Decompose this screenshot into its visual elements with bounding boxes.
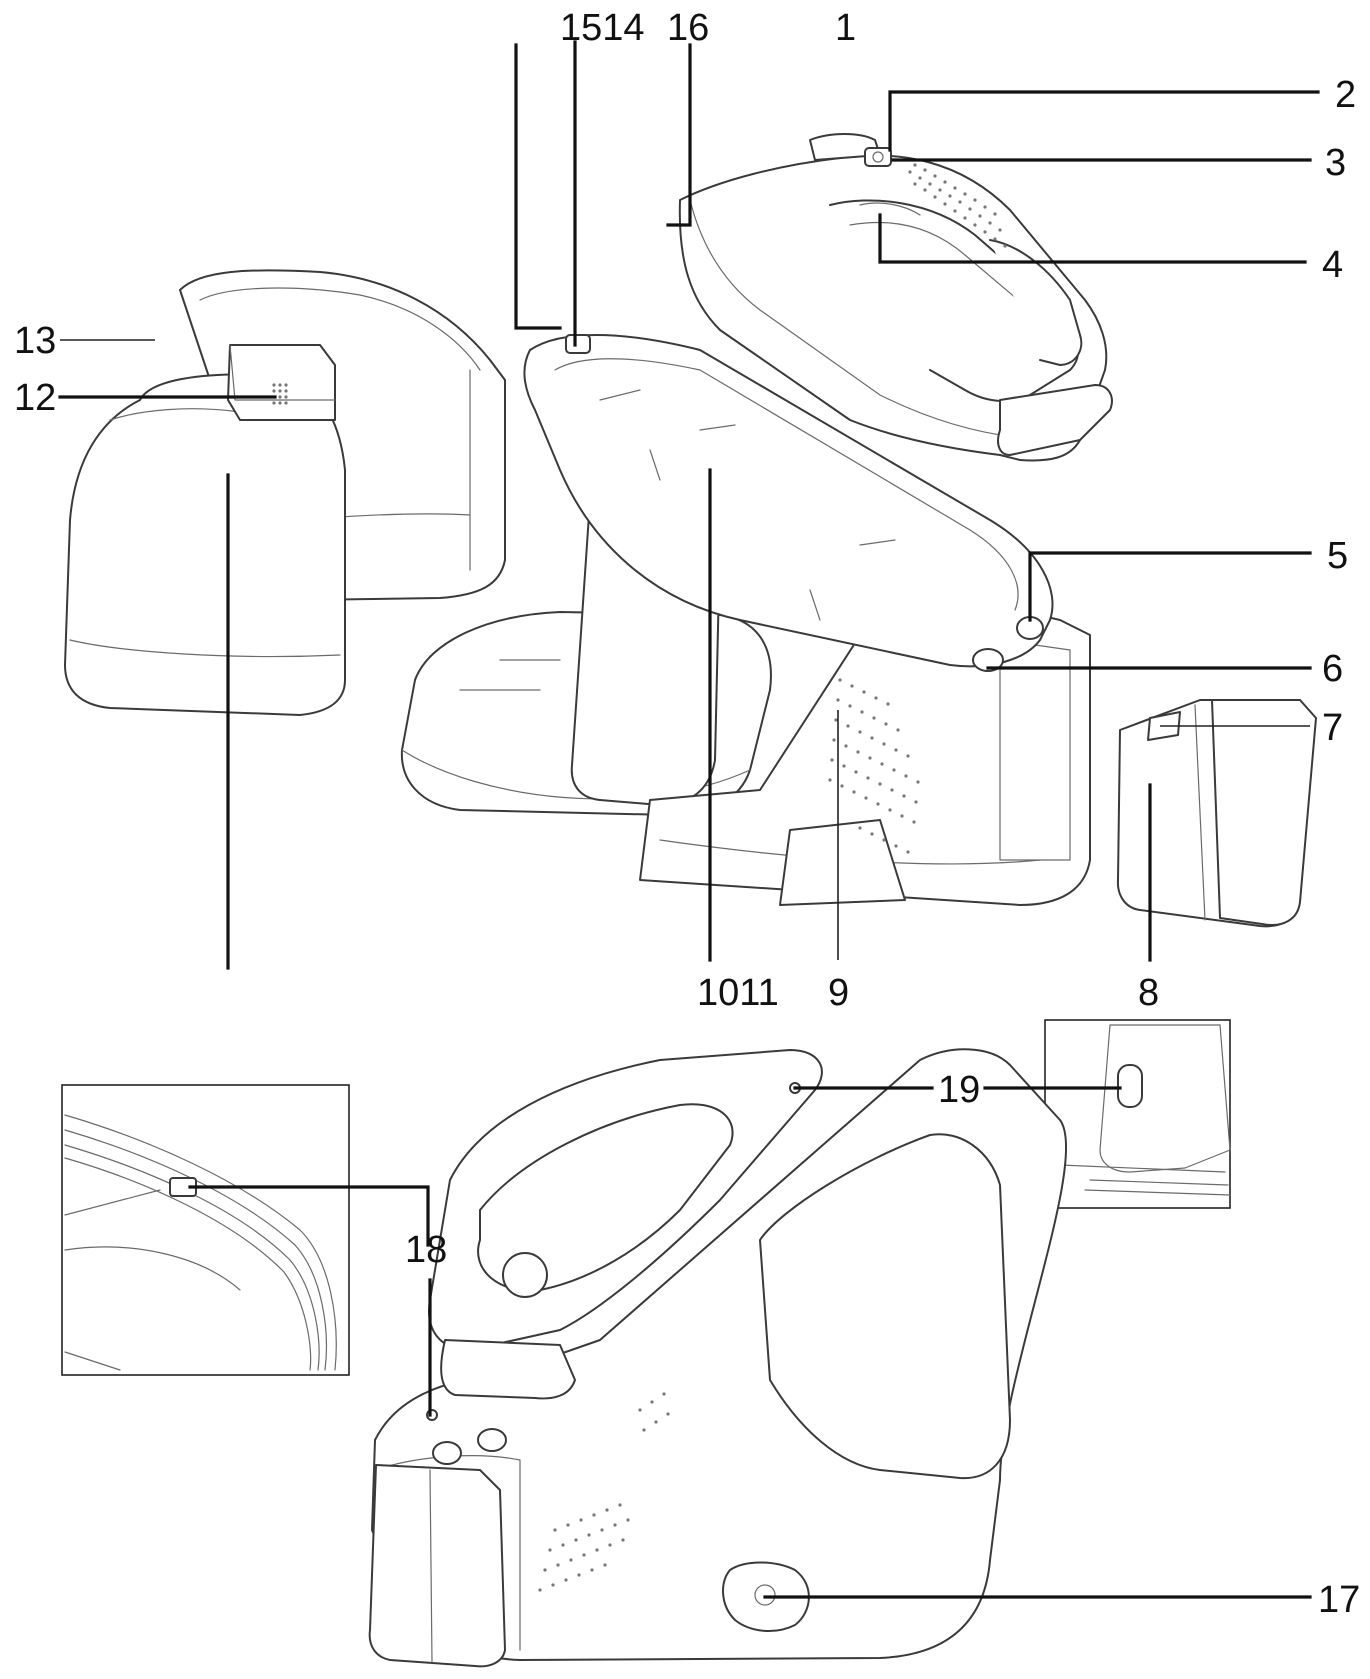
callout-12: 12: [14, 377, 56, 419]
callout-4: 4: [1322, 244, 1343, 286]
iron-assembly: [678, 133, 1113, 462]
base-vent-dots: [828, 678, 920, 854]
assembled-unit: [368, 1048, 1068, 1668]
callout-9: 9: [828, 972, 849, 1014]
callout-18: 18: [405, 1229, 447, 1271]
water-tank-assembly: [64, 269, 506, 716]
callout-8: 8: [1138, 972, 1159, 1014]
callout-19: 19: [938, 1069, 980, 1111]
base-station: [400, 334, 1091, 906]
inset-release-button-detail: [1044, 1019, 1231, 1209]
callout-1011: 1011: [697, 972, 779, 1014]
callout-1514: 1514: [560, 7, 645, 49]
callout-6: 6: [1322, 648, 1343, 690]
callout-17: 17: [1318, 1579, 1360, 1621]
callout-5: 5: [1327, 535, 1348, 577]
leader-lines: [58, 40, 1320, 1599]
inset-seal-detail: [61, 1084, 350, 1376]
callout-16: 16: [667, 7, 709, 49]
callout-2: 2: [1335, 74, 1356, 116]
callout-1: 1: [835, 7, 856, 49]
callout-3: 3: [1325, 142, 1346, 184]
callout-7: 7: [1322, 707, 1343, 749]
cartridge: [1116, 699, 1317, 928]
unit-vent-dots: [538, 1392, 670, 1592]
callout-13: 13: [14, 320, 56, 362]
